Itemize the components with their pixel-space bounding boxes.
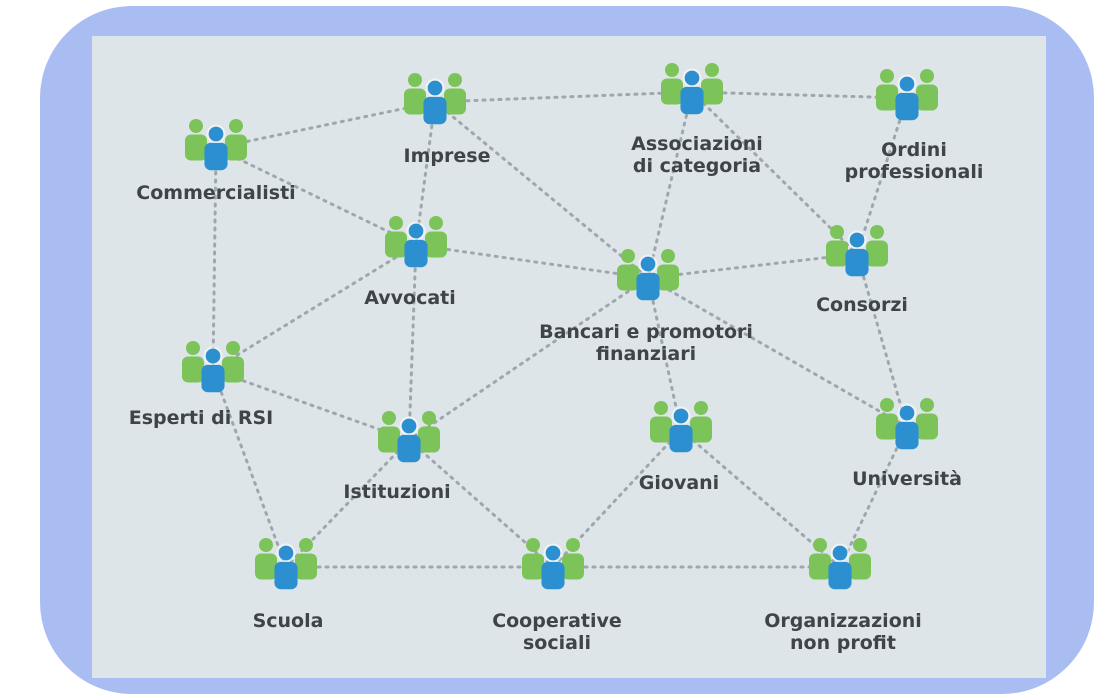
connection-associazioni-bancari (646, 90, 694, 280)
node-istituzioni: Istituzioni (343, 411, 451, 503)
node-label-line: finanziari (596, 343, 696, 365)
people-group-icon (617, 249, 679, 301)
node-label-line: Associazioni (631, 133, 763, 155)
node-label-line: Scuola (253, 610, 324, 632)
node-label-line: Consorzi (816, 294, 908, 316)
connection-giovani-cooperative (551, 428, 683, 569)
connection-esperti-istituzioni (211, 368, 411, 442)
connection-avvocati-esperti (211, 243, 418, 372)
connection-commercialisti-esperti (211, 146, 218, 372)
node-label-line: Organizzazioni (764, 610, 922, 632)
node-label-line: Bancari e promotori (539, 321, 753, 343)
connection-commercialisti-imprese (214, 100, 437, 150)
node-commercialisti: Commercialisti (136, 119, 296, 204)
connection-associazioni-consorzi (690, 90, 859, 256)
node-label-line: Ordini (881, 139, 947, 161)
node-label-imprese: Imprese (404, 145, 491, 167)
connection-universita-organizzazioni (838, 425, 909, 569)
node-label-istituzioni: Istituzioni (343, 481, 450, 503)
connection-bancari-consorzi (646, 252, 859, 280)
node-label-line: Commercialisti (136, 182, 295, 204)
connection-imprese-avvocati (414, 100, 437, 247)
connection-avvocati-istituzioni (407, 243, 418, 442)
connections (211, 90, 909, 569)
people-group-icon (522, 538, 584, 590)
people-group-icon (182, 341, 244, 393)
node-label-line: Istituzioni (343, 481, 450, 503)
connection-associazioni-ordini (690, 90, 909, 100)
connection-consorzi-universita (855, 252, 909, 429)
connection-esperti-scuola (211, 368, 288, 569)
people-group-icon (385, 216, 447, 268)
node-consorzi: Consorzi (816, 225, 908, 316)
people-group-icon (255, 538, 317, 590)
connection-bancari-giovani (646, 276, 683, 432)
node-label-line: sociali (523, 632, 591, 654)
people-group-icon (650, 401, 712, 453)
people-group-icon (185, 119, 247, 171)
node-label-line: Imprese (404, 145, 491, 167)
node-label-scuola: Scuola (253, 610, 324, 632)
node-label-commercialisti: Commercialisti (136, 182, 295, 204)
connection-ordini-consorzi (855, 96, 909, 256)
node-label-line: Esperti di RSI (129, 407, 273, 429)
connection-avvocati-bancari (414, 243, 650, 280)
node-label-line: Università (852, 468, 962, 490)
connection-commercialisti-avvocati (214, 146, 418, 247)
node-label-line: Giovani (639, 472, 719, 494)
node-avvocati: Avvocati (364, 216, 456, 309)
connection-bancari-istituzioni (407, 276, 650, 442)
node-label-universita: Università (852, 468, 962, 490)
people-group-icon (661, 63, 723, 115)
connection-bancari-universita (646, 276, 909, 429)
people-group-icon (826, 225, 888, 277)
node-imprese: Imprese (404, 73, 491, 167)
people-group-icon (876, 69, 938, 121)
node-label-line: Avvocati (364, 287, 456, 309)
connection-imprese-associazioni (433, 90, 694, 104)
node-label-esperti: Esperti di RSI (129, 407, 273, 429)
people-group-icon (404, 73, 466, 125)
node-label-line: di categoria (633, 155, 761, 177)
connection-imprese-bancari (433, 100, 650, 280)
node-label-line: Cooperative (492, 610, 622, 632)
node-label-consorzi: Consorzi (816, 294, 908, 316)
node-esperti: Esperti di RSI (129, 341, 273, 429)
node-label-line: professionali (845, 161, 984, 183)
node-label-avvocati: Avvocati (364, 287, 456, 309)
node-scuola: Scuola (253, 538, 324, 632)
people-group-icon (876, 398, 938, 450)
people-group-icon (809, 538, 871, 590)
node-label-giovani: Giovani (639, 472, 719, 494)
node-label-line: non profit (790, 632, 896, 654)
node-giovani: Giovani (639, 401, 719, 494)
people-group-icon (378, 411, 440, 463)
node-universita: Università (852, 398, 962, 490)
